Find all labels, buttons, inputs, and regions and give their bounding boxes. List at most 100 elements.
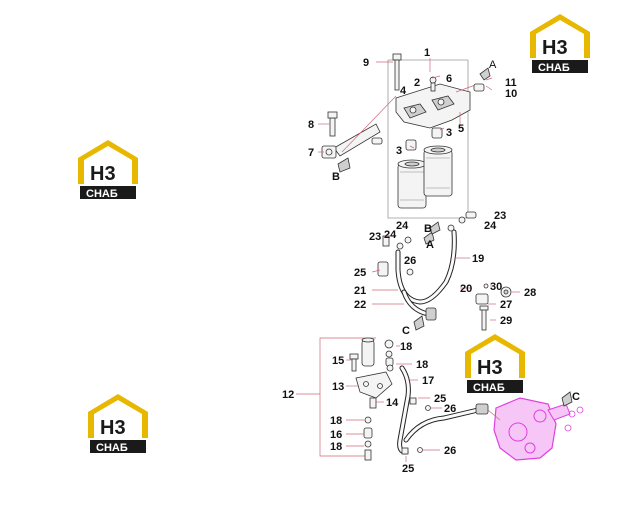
- callout-4: 4: [400, 85, 407, 97]
- bolt-29: [479, 305, 489, 331]
- leader-pump: [487, 409, 501, 421]
- callout-26-mid: 26: [444, 403, 456, 415]
- callout-22: 22: [354, 299, 366, 311]
- leader-lines: [296, 58, 520, 462]
- washers-16-18: [363, 416, 373, 461]
- callout-3-left: 3: [396, 145, 402, 157]
- fitting-24-pair: [396, 216, 466, 250]
- bleed-screw: [429, 76, 437, 92]
- filter-housing-lower: [361, 337, 375, 367]
- callout-26-lower: 26: [444, 445, 456, 457]
- hose-22: [401, 289, 431, 317]
- callout-25-upper: 25: [354, 267, 366, 279]
- callout-9: 9: [363, 57, 369, 69]
- callout-29: 29: [500, 315, 512, 327]
- washer-30: [483, 283, 489, 289]
- clamp-25: [377, 261, 389, 277]
- hose-fitting-22: [425, 307, 437, 321]
- callout-18-mid: 18: [416, 359, 428, 371]
- bolt-9: [392, 53, 402, 91]
- logo-snab-text: СНАБ: [86, 188, 118, 200]
- callout-24-a: 24: [396, 220, 409, 232]
- callout-24-b: 24: [384, 229, 397, 241]
- callout-1: 1: [424, 47, 430, 59]
- logo-snab-text: СНАБ: [473, 382, 505, 394]
- fitting-14: [369, 397, 377, 409]
- callout-13: 13: [332, 381, 344, 393]
- fittings-18-upper: [384, 339, 394, 372]
- hose-lower: [403, 407, 481, 443]
- logo-h3-text: H3: [100, 417, 126, 439]
- callout-27: 27: [500, 299, 512, 311]
- logo-snab-text: СНАБ: [538, 62, 570, 74]
- callout-24-right: 24: [484, 220, 497, 232]
- hose-19-21: [395, 229, 457, 305]
- callout-5: 5: [458, 123, 464, 135]
- ref-arrow-c-middle: [413, 315, 425, 331]
- callout-labels: 1 2 6 9 4 5 11 10 8 7 3 3 24 24 23 23 24…: [282, 47, 580, 475]
- filter-head: [395, 83, 479, 129]
- ref-arrow-c-lower: [561, 391, 573, 407]
- callout-28: 28: [524, 287, 536, 299]
- callout-20: 20: [460, 283, 472, 295]
- callout-10: 10: [505, 88, 517, 100]
- ref-label-b-middle: B: [424, 223, 432, 235]
- ref-label-a-middle: A: [426, 239, 434, 251]
- ref-label-c-middle: C: [402, 325, 410, 337]
- filter-cartridge-right: [423, 145, 453, 197]
- callout-16: 16: [330, 429, 342, 441]
- bracket-13: [355, 371, 393, 399]
- logo-center-right: H3 СНАБ: [465, 334, 525, 394]
- fuel-pump-highlighted: [493, 397, 584, 461]
- filter-cartridge-left: [397, 159, 427, 209]
- ref-label-a-top: A: [489, 59, 497, 71]
- hose-fitting-lower: [475, 403, 489, 415]
- ref-arrow-b-upper: [337, 157, 351, 173]
- callout-25-lower: 25: [402, 463, 414, 475]
- callout-30: 30: [490, 281, 502, 293]
- ref-label-b-upper: B: [332, 171, 340, 183]
- ref-label-c-lower: C: [572, 391, 580, 403]
- arrow-tag-11: [479, 67, 491, 81]
- callout-23-left: 23: [369, 231, 381, 243]
- bolt-26: [406, 268, 414, 276]
- upper-assembly-frame: [387, 60, 469, 219]
- logo-left-upper: H3 СНАБ: [78, 140, 138, 200]
- clamp-27: [475, 293, 489, 305]
- callout-17: 17: [422, 375, 434, 387]
- callout-18-low: 18: [330, 415, 342, 427]
- callout-23-right: 23: [494, 210, 506, 222]
- nut-28: [500, 286, 512, 298]
- fitting-23-right: [465, 211, 477, 219]
- logo-h3-text: H3: [90, 163, 116, 185]
- filter-nipple-right: [431, 127, 443, 139]
- lower-assembly-bracket: [319, 337, 376, 457]
- mounting-bracket: [321, 111, 383, 159]
- fitting-10: [473, 83, 485, 92]
- callout-12: 12: [282, 389, 294, 401]
- callout-18-top: 18: [400, 341, 412, 353]
- callout-21: 21: [354, 285, 366, 297]
- logo-snab-text: СНАБ: [96, 442, 128, 454]
- filter-nipple-left: [405, 139, 417, 151]
- callout-6: 6: [446, 73, 452, 85]
- ref-arrow-a-b: [423, 221, 441, 245]
- bolt-15: [349, 353, 359, 372]
- logo-top-right: H3 СНАБ: [530, 14, 590, 74]
- callout-25-mid: 25: [434, 393, 446, 405]
- callout-2: 2: [414, 77, 420, 89]
- logo-h3-text: H3: [477, 357, 503, 379]
- callout-19: 19: [472, 253, 484, 265]
- logo-h3-text: H3: [542, 37, 568, 59]
- callout-26-upper: 26: [404, 255, 416, 267]
- callout-3-right: 3: [446, 127, 452, 139]
- callout-7: 7: [308, 147, 314, 159]
- callout-18-bottom: 18: [330, 441, 342, 453]
- clamp-25-lower: [401, 397, 417, 455]
- callout-15: 15: [332, 355, 344, 367]
- logo-left-lower: H3 СНАБ: [88, 394, 148, 454]
- callout-8: 8: [308, 119, 314, 131]
- callout-11: 11: [505, 77, 517, 89]
- callout-14: 14: [386, 397, 399, 409]
